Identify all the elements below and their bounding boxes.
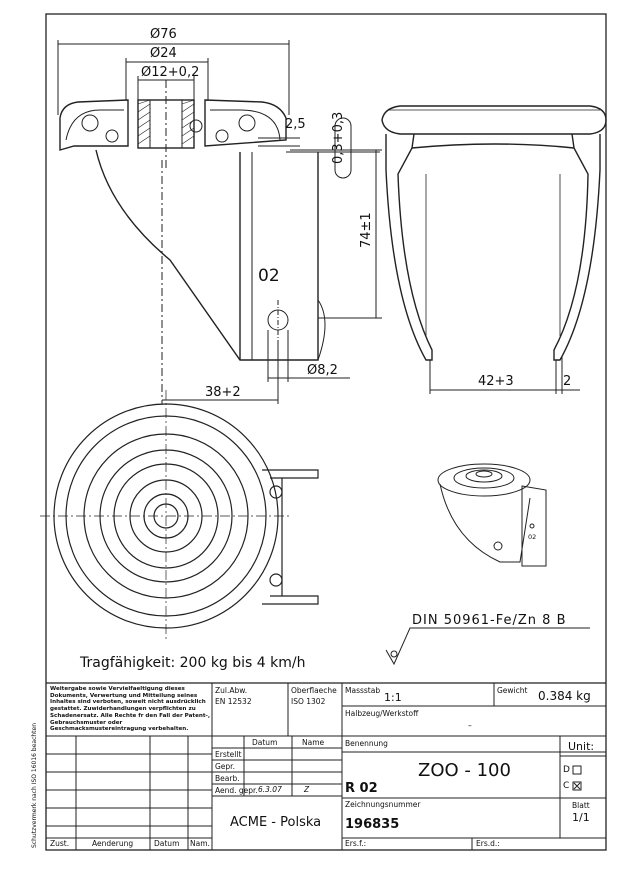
dim-gap: 0,3+0,3 bbox=[331, 111, 346, 164]
erstellt-label: Erstellt bbox=[215, 750, 242, 759]
drawing-frame bbox=[45, 13, 607, 851]
unit-d: D bbox=[563, 765, 570, 775]
dim-d12: Ø12+0,2 bbox=[141, 65, 200, 80]
massstab-value: 1:1 bbox=[384, 691, 402, 704]
aend-signature-name: Z bbox=[304, 785, 310, 794]
surface-symbol bbox=[385, 627, 590, 666]
title-block-grid bbox=[46, 682, 606, 850]
dim-d24: Ø24 bbox=[150, 46, 177, 61]
ers-f-label: Ers.f.: bbox=[345, 839, 367, 848]
bearb-label: Bearb. bbox=[215, 774, 240, 783]
zul-abw-value: EN 12532 bbox=[215, 697, 252, 706]
zeichnungsnummer-value: 196835 bbox=[345, 817, 400, 832]
gepr-label: Gepr. bbox=[215, 762, 235, 771]
nam-label: Nam. bbox=[190, 839, 210, 848]
blatt-value: 1/1 bbox=[572, 811, 590, 824]
din-spec: DIN 50961-Fe/Zn 8 B bbox=[412, 613, 567, 628]
unit-label: Unit: bbox=[568, 740, 595, 753]
aenderung-label: Aenderung bbox=[92, 839, 134, 848]
zust-label: Zust. bbox=[50, 839, 70, 848]
dim-d82: Ø8,2 bbox=[307, 363, 338, 378]
oberflaeche-label: Oberflaeche bbox=[291, 686, 337, 695]
blatt-label: Blatt bbox=[572, 801, 590, 810]
aend-gepr-label: Aend. gepr. bbox=[215, 786, 258, 795]
benennung-value: ZOO - 100 bbox=[418, 760, 511, 781]
top-view bbox=[40, 390, 319, 642]
name-label: Name bbox=[302, 738, 325, 747]
zul-abw-label: Zul.Abw. bbox=[215, 686, 248, 695]
halbzeug-label: Halbzeug/Werkstoff bbox=[345, 709, 419, 718]
gewicht-value: 0.384 kg bbox=[538, 689, 591, 703]
datum-label: Datum bbox=[252, 738, 278, 747]
datum2-label: Datum bbox=[154, 839, 180, 848]
oberflaeche-value: ISO 1302 bbox=[291, 697, 326, 706]
copyright-side-note: Schutzvermerk nach ISO 16016 beachten bbox=[31, 722, 38, 848]
zeichnungsnummer-label: Zeichnungsnummer bbox=[345, 800, 421, 809]
massstab-label: Massstab bbox=[345, 686, 381, 695]
benennung-label: Benennung bbox=[345, 739, 388, 748]
part-label-iso: 02 bbox=[528, 533, 537, 541]
dim-h25: 2,5 bbox=[285, 117, 306, 132]
gewicht-label: Gewicht bbox=[497, 686, 528, 695]
part-label: 02 bbox=[258, 266, 280, 286]
dim-w2: 2 bbox=[563, 374, 572, 389]
ers-d-label: Ers.d.: bbox=[476, 839, 500, 848]
isometric-view bbox=[437, 463, 547, 567]
front-section-view bbox=[57, 40, 382, 404]
side-view bbox=[381, 105, 607, 394]
load-rating: Tragfähigkeit: 200 kg bis 4 km/h bbox=[80, 655, 306, 671]
dim-d76: Ø76 bbox=[150, 27, 177, 42]
dim-w42: 42+3 bbox=[478, 374, 514, 389]
halbzeug-value: – bbox=[468, 721, 472, 730]
dim-h74: 74±1 bbox=[359, 212, 374, 248]
dim-w38: 38+2 bbox=[205, 385, 241, 400]
aend-signature-date: 6.3.07 bbox=[258, 785, 282, 794]
legal-notice: Weitergabe sowie Vervielfaeltigung diese… bbox=[50, 686, 210, 733]
drawing-ref: R 02 bbox=[345, 781, 378, 796]
company-name: ACME - Polska bbox=[230, 815, 322, 830]
unit-c: C bbox=[563, 781, 570, 791]
